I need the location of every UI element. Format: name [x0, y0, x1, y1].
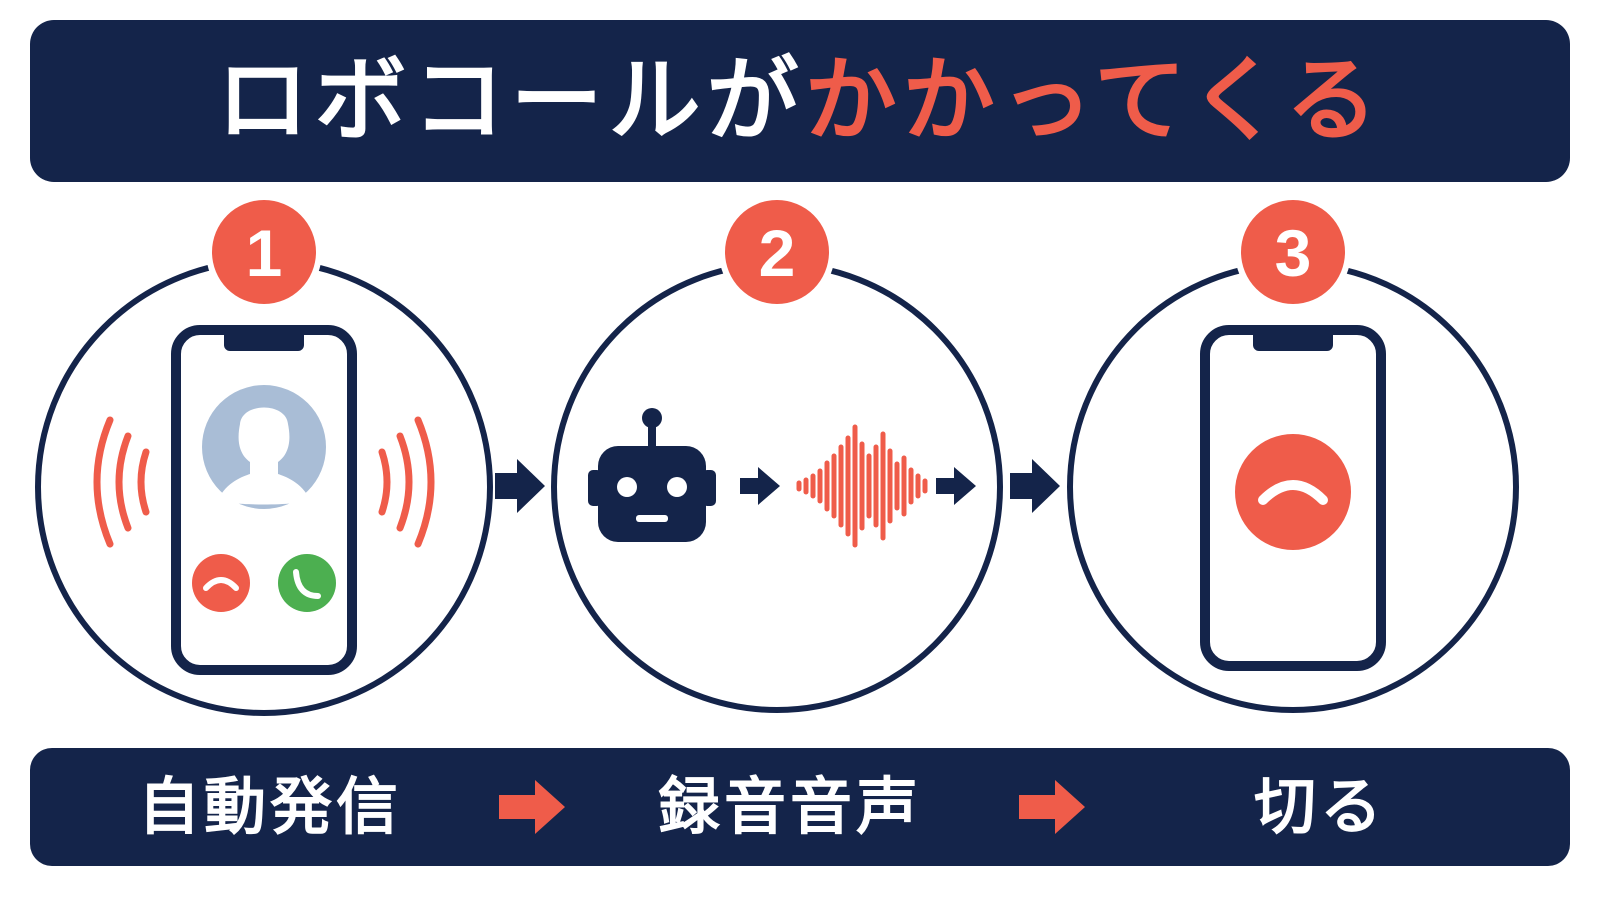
arrow-icon — [936, 467, 976, 505]
title-part-red: かかってくる — [804, 47, 1384, 154]
step-2-number: 2 — [759, 216, 796, 290]
arrow-icon — [499, 780, 565, 834]
sound-wave-icon — [796, 424, 928, 548]
step-1-label: 自動発信 — [137, 770, 402, 843]
avatar-icon — [202, 385, 326, 509]
call-flow-diagram: 1 2 — [35, 194, 1519, 716]
steps-bar: 自動発信 録音音声 切る — [30, 748, 1570, 866]
accept-call-icon — [278, 554, 336, 612]
arrow-icon — [740, 467, 780, 505]
sound-waves-icon — [93, 416, 435, 548]
step-3-label: 切る — [1253, 770, 1386, 843]
robot-icon — [588, 408, 716, 542]
arrow-icon — [1019, 780, 1085, 834]
arrow-icon — [1010, 459, 1060, 513]
step-1-badge — [212, 200, 316, 304]
arrow-icon — [495, 459, 545, 513]
page-title: ロボコールがかかってくる — [217, 55, 1384, 147]
title-banner: ロボコールがかかってくる — [30, 20, 1570, 182]
step-3-number: 3 — [1275, 216, 1312, 290]
step-3-badge — [1241, 200, 1345, 304]
step-3: 3 — [1067, 194, 1519, 713]
title-part-white: ロボコールが — [216, 47, 805, 154]
step-1: 1 — [35, 194, 493, 716]
decline-call-icon — [192, 554, 250, 612]
step-2-badge — [725, 200, 829, 304]
step-2: 2 — [551, 194, 1003, 713]
hang-up-icon — [1235, 434, 1351, 550]
step-2-label: 録音音声 — [657, 770, 922, 843]
step-1-number: 1 — [246, 216, 283, 290]
